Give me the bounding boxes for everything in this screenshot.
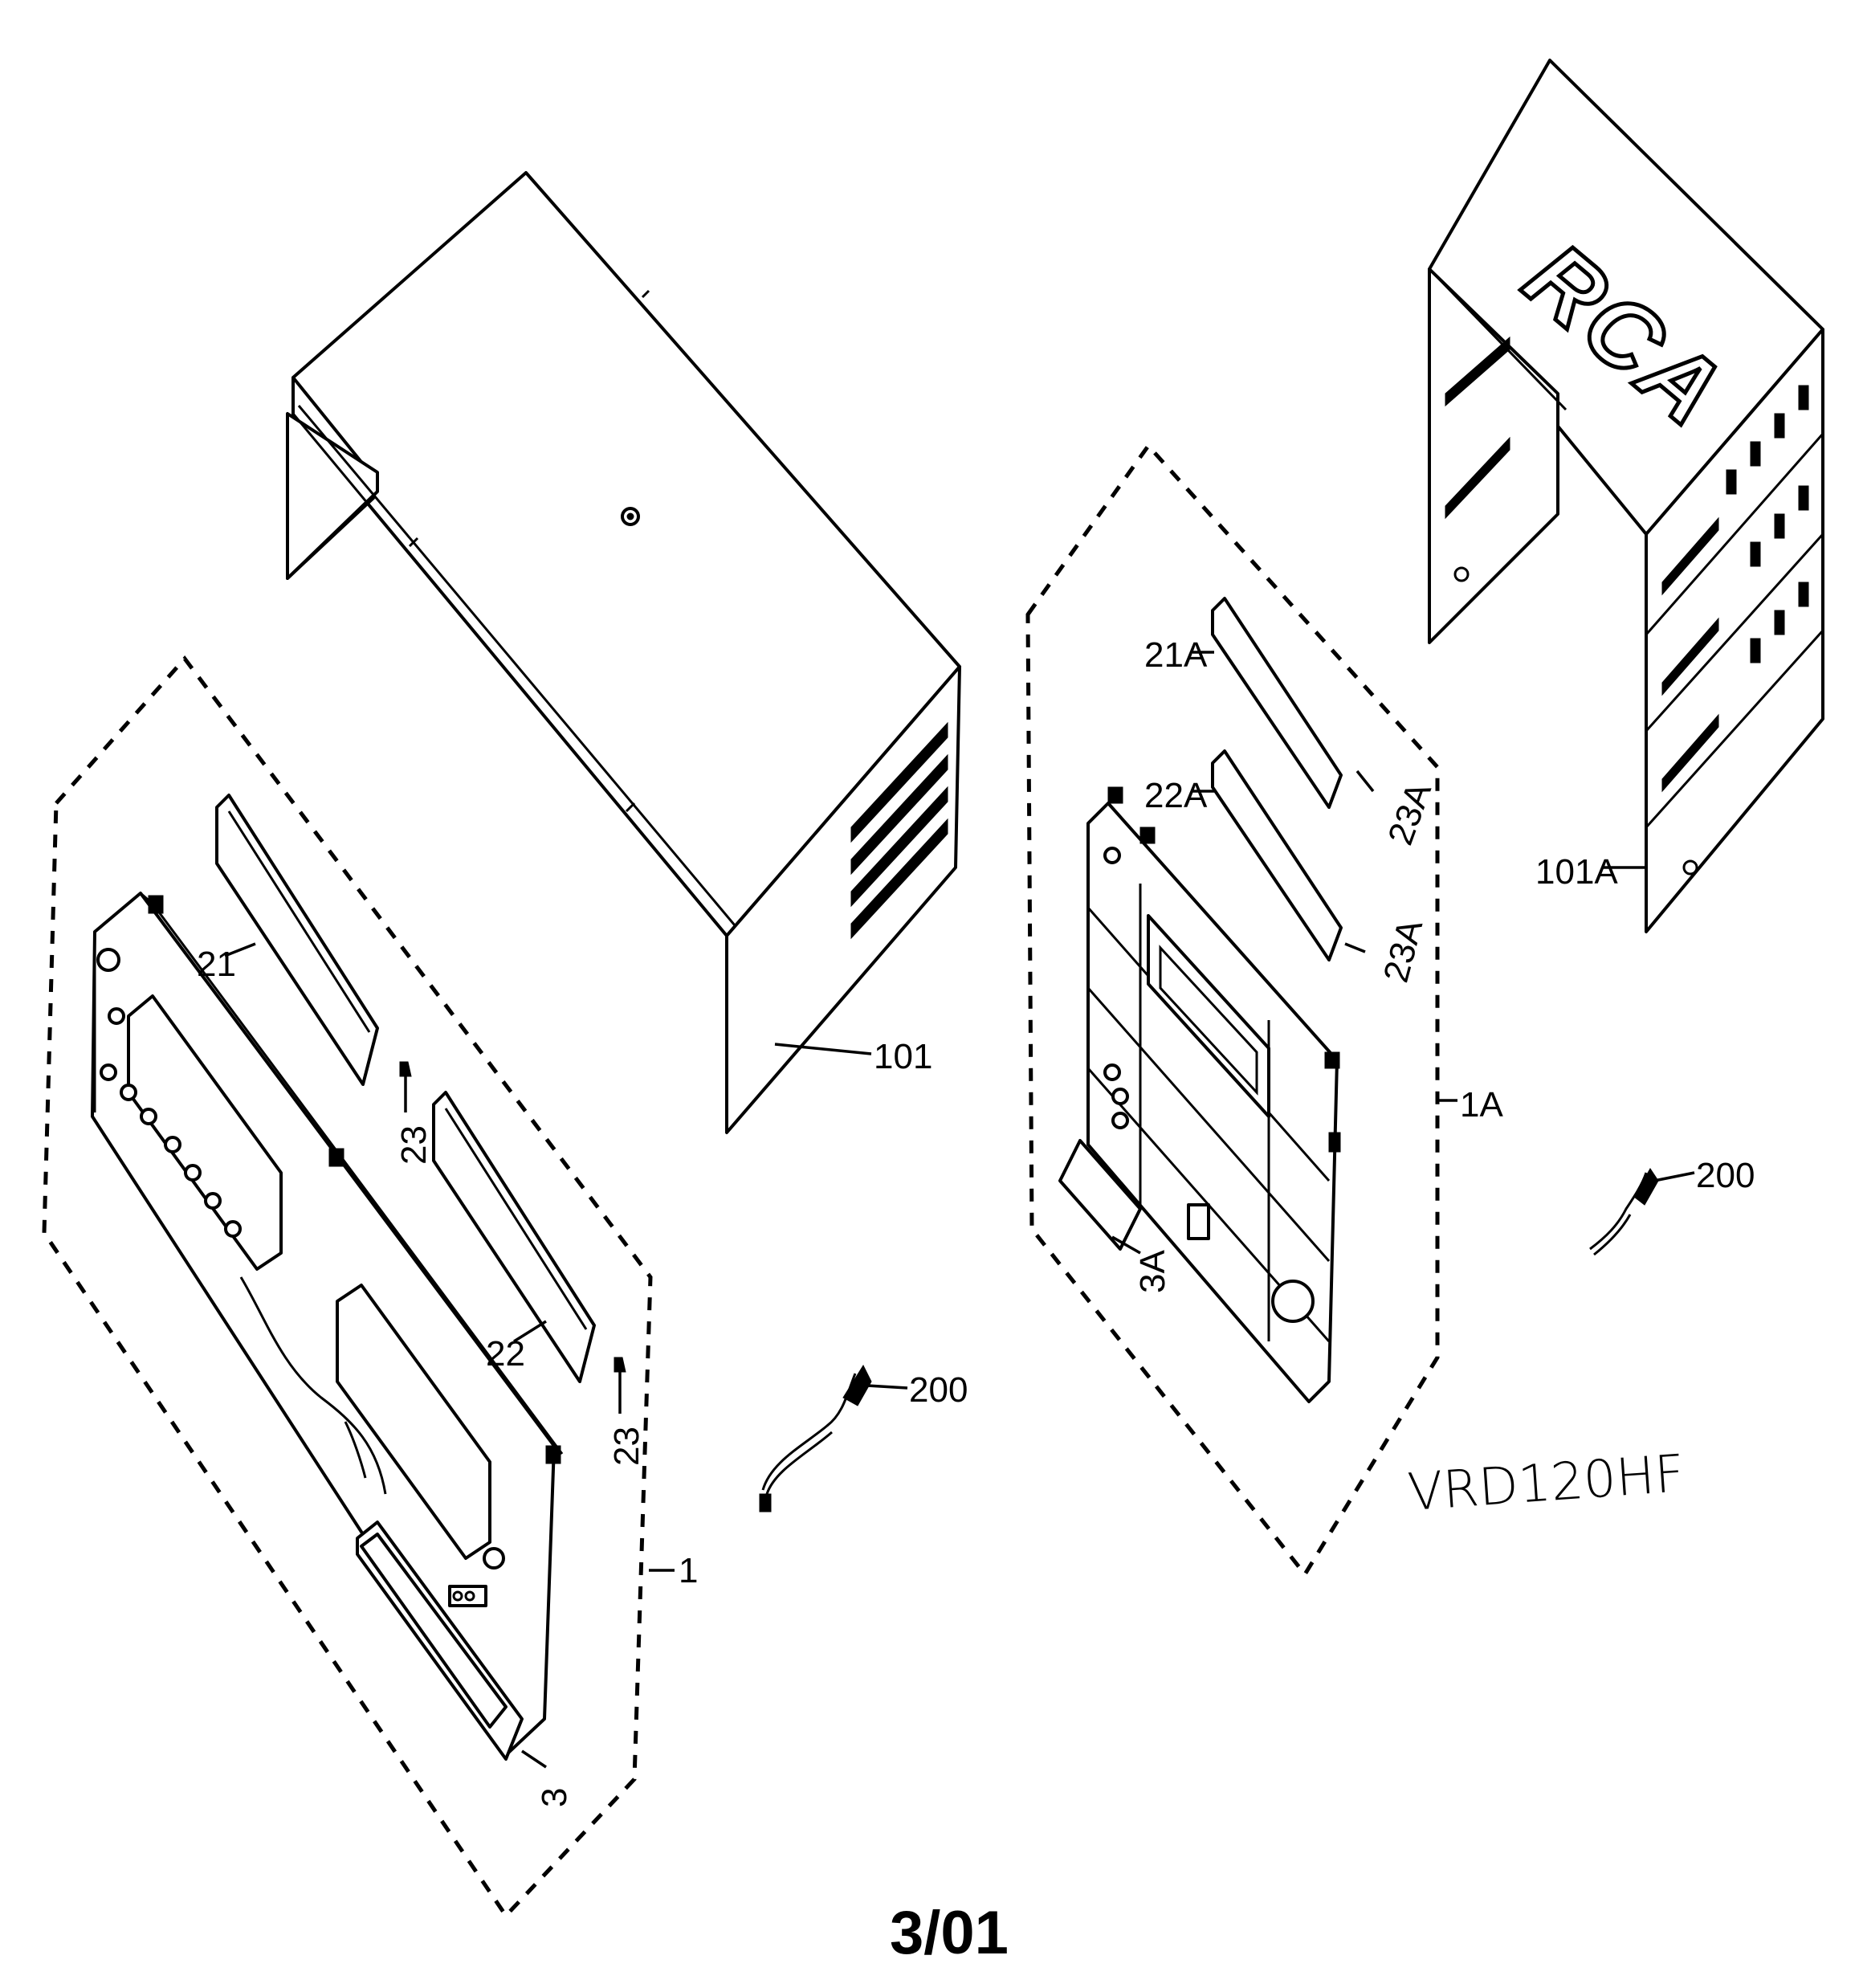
callout-label-23-upper: 23 — [394, 1125, 434, 1165]
callout-label-22: 22 — [486, 1334, 525, 1374]
callout-23a-lower: 23A — [1344, 915, 1431, 986]
revision-date: 3/01 — [890, 1899, 1009, 1967]
callout-label-200-left: 200 — [909, 1370, 968, 1410]
screw-23-lower: 23 — [607, 1357, 646, 1466]
callout-label-1a: 1A — [1460, 1085, 1503, 1125]
callout-label-3: 3 — [535, 1788, 574, 1807]
callout-label-101: 101 — [874, 1037, 932, 1076]
window-lens-21a — [1211, 597, 1343, 809]
callout-200-left: 200 — [866, 1370, 968, 1410]
cover-101a-vent-slots — [1445, 336, 1809, 793]
callout-200-right: 200 — [1653, 1156, 1755, 1195]
callout-1: 1 — [649, 1551, 698, 1590]
model-number: VRD120HF — [1406, 1444, 1686, 1523]
power-cord-200-right — [1589, 1168, 1659, 1256]
callout-101a: 101A — [1535, 852, 1646, 892]
callout-label-23-lower: 23 — [607, 1427, 646, 1466]
top-cover-101 — [286, 171, 961, 1134]
callout-3a: 3A — [1111, 1235, 1172, 1293]
window-lens-22a — [1211, 749, 1343, 961]
callout-label-22a: 22A — [1144, 776, 1208, 815]
callout-label-101a: 101A — [1535, 852, 1618, 892]
callout-label-1: 1 — [679, 1551, 698, 1590]
callout-label-23a-lower: 23A — [1376, 915, 1431, 986]
callout-23a-upper: 23A — [1355, 769, 1439, 850]
callout-1a: 1A — [1436, 1085, 1503, 1125]
front-panel-buttons — [96, 948, 505, 1570]
callout-label-3a: 3A — [1133, 1250, 1172, 1293]
power-cord-200-left — [759, 1364, 872, 1512]
window-lens-22 — [432, 1091, 596, 1383]
callout-21: 21 — [197, 942, 256, 984]
callout-22a: 22A — [1144, 776, 1214, 815]
callout-label-200-right: 200 — [1696, 1156, 1755, 1195]
callout-21a: 21A — [1144, 635, 1214, 675]
front-panel-assembly-1a — [1025, 443, 1440, 1578]
callout-label-23a-upper: 23A — [1380, 777, 1439, 850]
callout-label-21: 21 — [197, 945, 236, 984]
front-panel-assembly-1 — [42, 655, 653, 1919]
cover-vent-slots — [850, 721, 948, 940]
callout-22: 22 — [486, 1320, 547, 1374]
screw-23-upper: 23 — [394, 1061, 434, 1165]
top-cover-101a: RCA — [1428, 59, 1824, 933]
callout-3: 3 — [521, 1749, 574, 1807]
callout-label-21a: 21A — [1144, 635, 1208, 675]
callout-101: 101 — [774, 1037, 932, 1076]
window-lens-21 — [215, 794, 379, 1086]
cassette-door-3a — [1058, 1139, 1142, 1251]
